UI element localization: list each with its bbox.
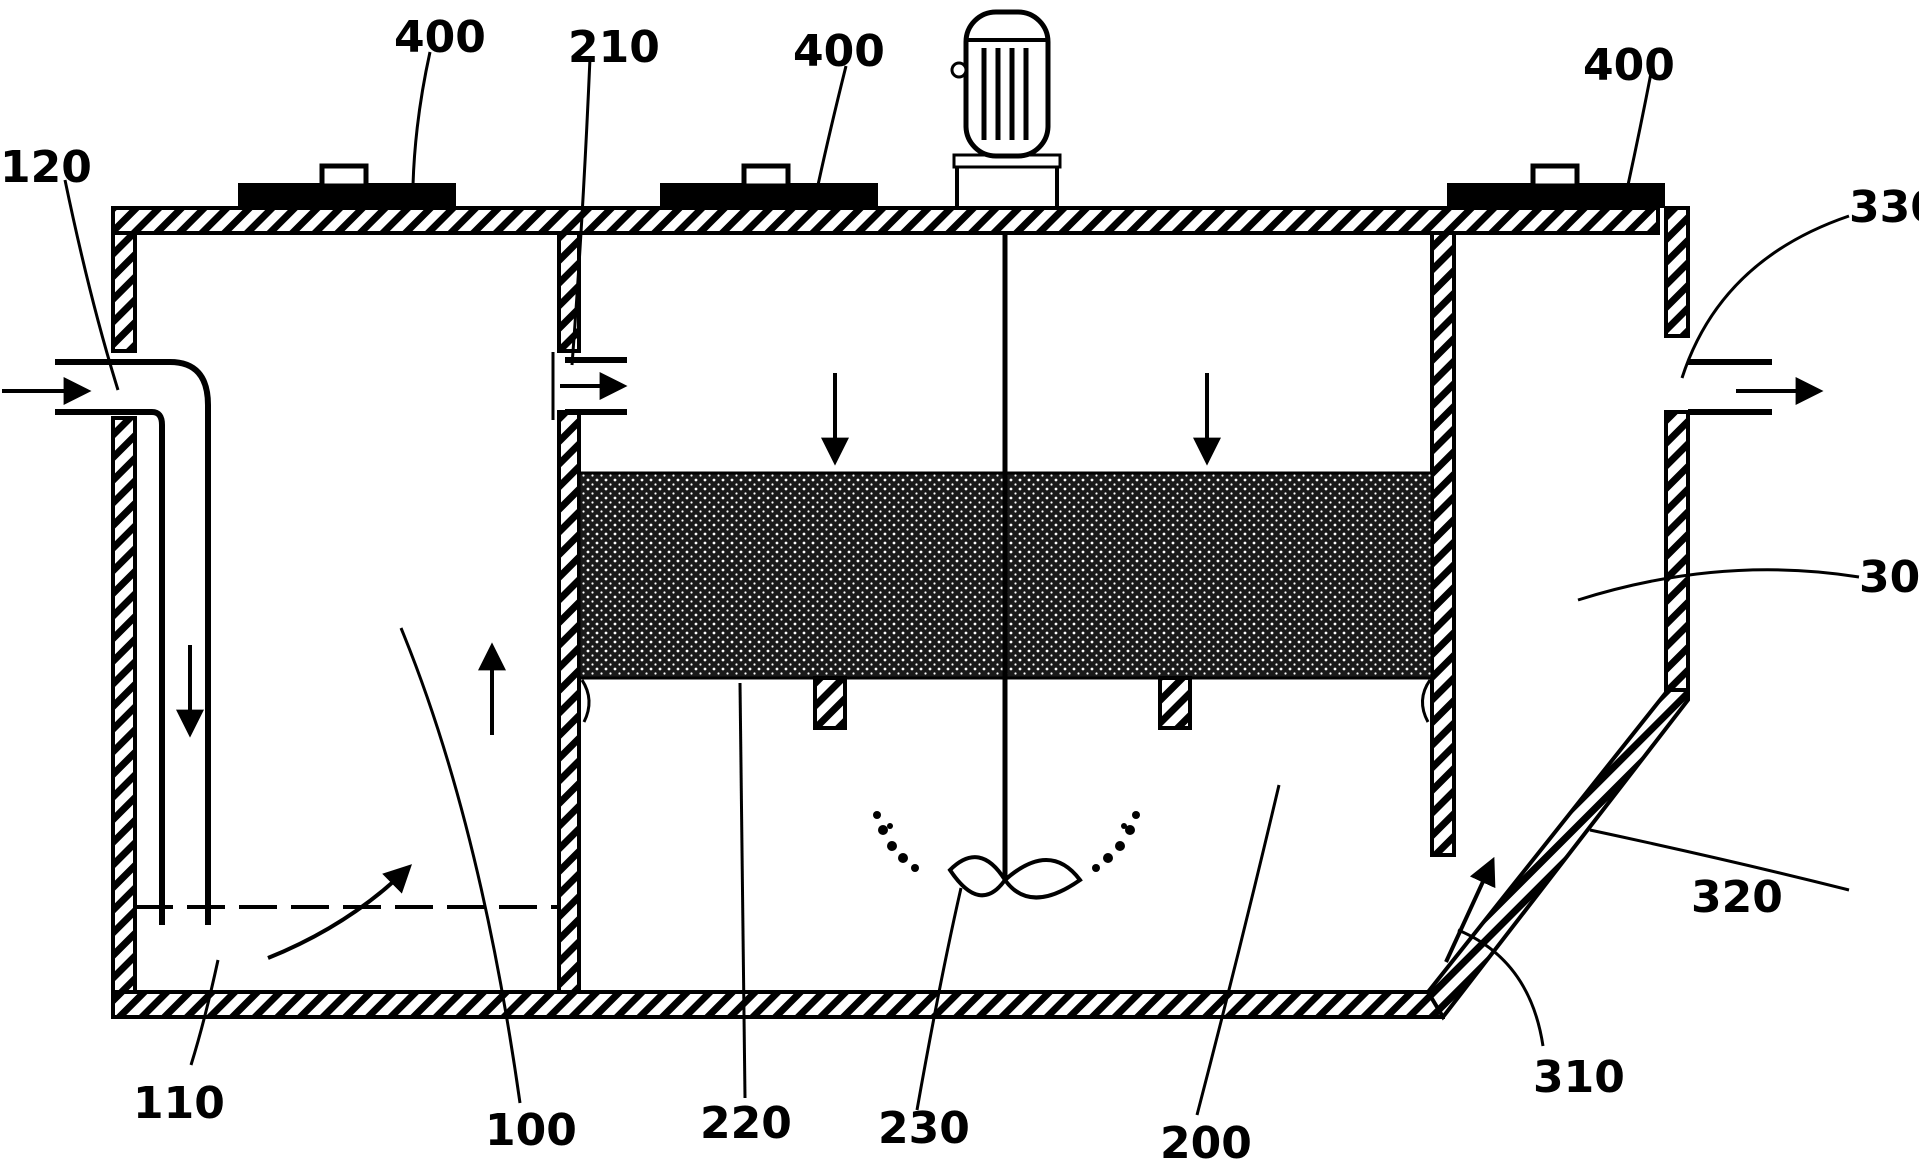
label-400-right: 400 xyxy=(1583,40,1675,91)
label-110: 110 xyxy=(133,1078,225,1129)
cover-400-middle xyxy=(660,163,878,208)
cover-400-left xyxy=(238,163,456,208)
label-120: 120 xyxy=(0,142,92,193)
label-330: 330 xyxy=(1849,182,1919,233)
leader-lines xyxy=(63,51,1860,1116)
top-wall xyxy=(111,206,1660,235)
cover-400-right xyxy=(1447,163,1665,208)
media-bracket-left xyxy=(580,679,591,723)
partition-wall-lower xyxy=(557,410,581,994)
overflow-pipe-210 xyxy=(551,352,627,420)
flow-arrows xyxy=(2,372,1824,963)
media-bracket-right xyxy=(1421,679,1432,723)
left-wall-upper xyxy=(111,231,137,353)
left-wall-lower xyxy=(111,416,137,994)
agitator-230 xyxy=(873,811,1140,900)
label-100: 100 xyxy=(485,1105,577,1156)
label-310: 310 xyxy=(1533,1052,1625,1103)
partition-wall-right xyxy=(1430,231,1456,857)
label-210: 210 xyxy=(568,22,660,73)
bottom-wall xyxy=(111,990,1445,1019)
label-400-left: 400 xyxy=(394,12,486,63)
support-block-left xyxy=(813,676,847,730)
label-400-middle: 400 xyxy=(793,26,885,77)
inlet-pipe-120 xyxy=(55,359,211,925)
support-block-right xyxy=(1158,676,1192,730)
sloped-wall-320 xyxy=(1425,688,1690,1021)
label-320: 320 xyxy=(1691,872,1783,923)
right-wall-upper xyxy=(1664,206,1690,338)
label-220: 220 xyxy=(700,1098,792,1149)
label-230: 230 xyxy=(878,1103,970,1154)
right-wall-lower xyxy=(1664,410,1690,692)
label-300: 300 xyxy=(1859,552,1919,603)
motor xyxy=(950,9,1062,210)
label-200: 200 xyxy=(1160,1118,1252,1164)
outlet-pipe-330 xyxy=(1688,359,1772,415)
